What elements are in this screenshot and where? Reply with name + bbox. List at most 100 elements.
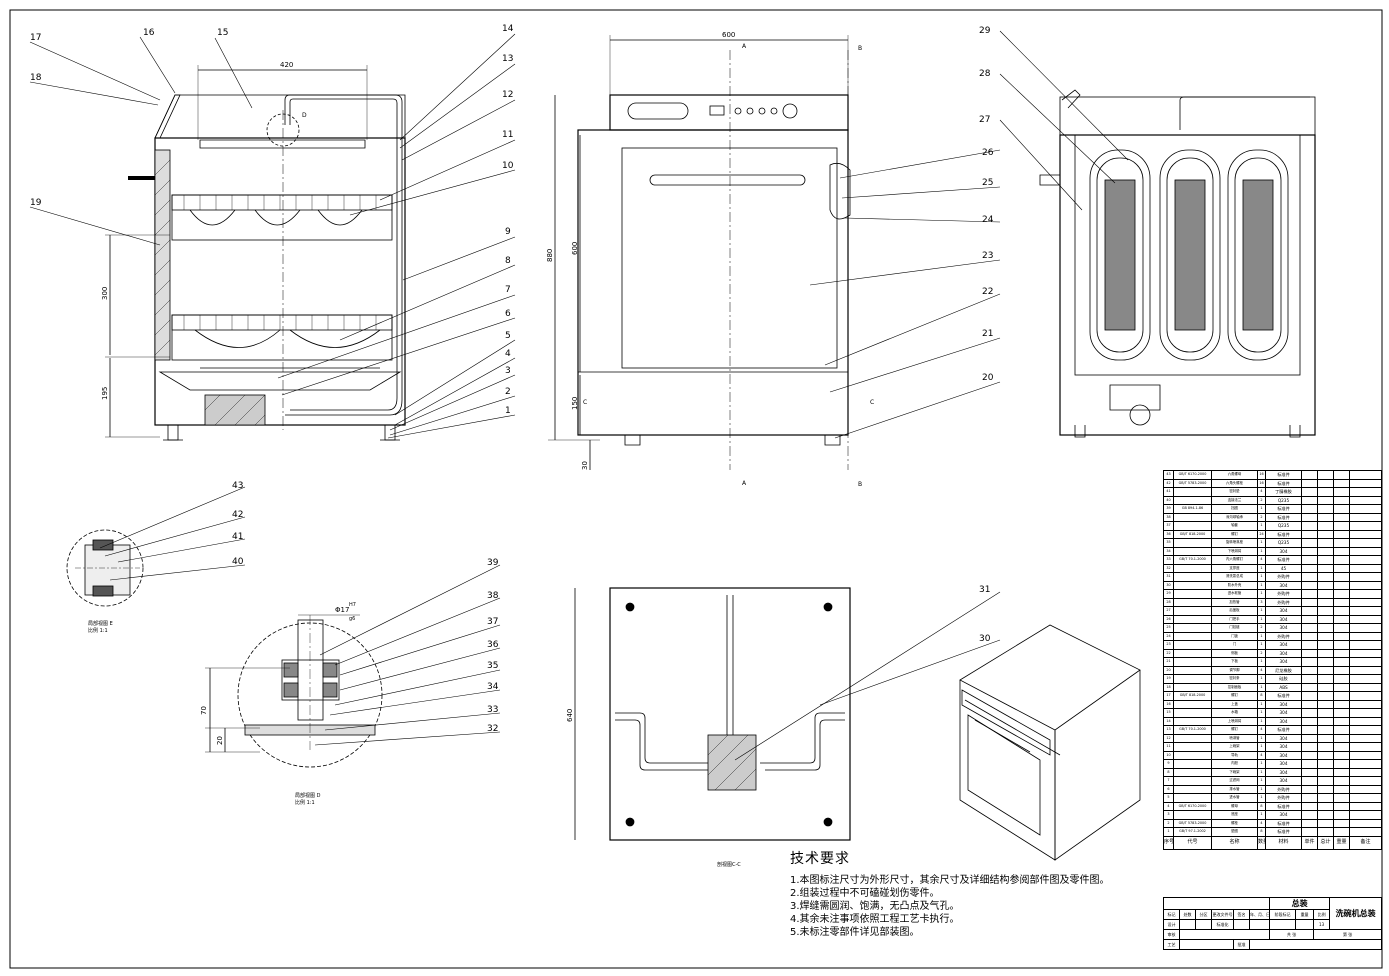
bom-cell-name: 侧板 — [1211, 648, 1258, 658]
section-mark-c-left: C — [583, 399, 587, 406]
bom-cell-empty — [1317, 674, 1334, 684]
bom-cell-empty — [1333, 563, 1350, 573]
dim-70: 70 — [200, 706, 208, 715]
bom-cell-code: GB/T 818-2000 — [1173, 529, 1212, 539]
bom-cell-empty — [1301, 767, 1318, 777]
bom-header-name: 名称 — [1211, 835, 1258, 850]
technical-requirements-title: 技术要求 — [790, 851, 850, 867]
bom-cell-empty — [1349, 699, 1382, 709]
bom-cell-empty — [1317, 546, 1334, 556]
isometric-view — [959, 624, 1141, 861]
bom-cell-material: Q235 — [1265, 495, 1302, 505]
bom-cell-empty — [1333, 521, 1350, 531]
bom-cell-code: GB/T 5783-2000 — [1173, 818, 1212, 828]
bom-cell-name: 排水管 — [1211, 784, 1258, 794]
bom-cell-empty — [1301, 589, 1318, 599]
bom-cell-empty — [1333, 657, 1350, 667]
tb-process: 工艺 — [1163, 939, 1180, 950]
bom-cell-material: 标准件 — [1265, 470, 1302, 480]
bom-cell-empty — [1333, 495, 1350, 505]
bom-cell-empty — [1349, 623, 1382, 633]
dim-fit-diameter: Φ17 — [335, 606, 349, 614]
bom-cell-empty — [1333, 648, 1350, 658]
bom-cell-code — [1173, 640, 1212, 650]
section-view-c — [574, 587, 851, 841]
bom-cell-empty — [1301, 682, 1318, 692]
bom-cell-empty — [1333, 512, 1350, 522]
bom-cell-empty — [1317, 716, 1334, 726]
dimension-texts: 420 300 195 600 880 600 150 30 640 70 20… — [101, 31, 735, 745]
bom-cell-material: 标准件 — [1265, 529, 1302, 539]
bom-cell-empty — [1349, 674, 1382, 684]
bom-cell-empty — [1333, 767, 1350, 777]
bom-cell-empty — [1317, 750, 1334, 760]
tb-sheet-count: 13 — [1313, 919, 1331, 930]
bom-cell-no: 18 — [1163, 682, 1174, 692]
tb-designer: 设计 — [1163, 919, 1180, 930]
bom-cell-name: 下碗架 — [1211, 767, 1258, 777]
bom-cell-empty — [1301, 521, 1318, 531]
callout-22: 22 — [982, 287, 993, 297]
callout-38: 38 — [487, 591, 499, 601]
bom-cell-empty — [1333, 665, 1350, 675]
bom-cell-empty — [1301, 597, 1318, 607]
section-mark-c-right: C — [870, 399, 874, 406]
bom-cell-name: 密封垫 — [1211, 487, 1258, 497]
bom-cell-empty — [1317, 793, 1334, 803]
bom-cell-qty: 1 — [1257, 640, 1266, 650]
bom-cell-name: 旋转喷淋座 — [1211, 538, 1258, 548]
bom-cell-name: 垫圈 — [1211, 827, 1258, 837]
bom-cell-qty: 8 — [1257, 827, 1266, 837]
bom-cell-qty: 2 — [1257, 512, 1266, 522]
bom-cell-empty — [1301, 470, 1318, 480]
bom-cell-qty: 8 — [1257, 801, 1266, 811]
bom-cell-material: 标准件 — [1265, 555, 1302, 565]
bom-cell-empty — [1301, 563, 1318, 573]
bom-cell-empty — [1349, 614, 1382, 624]
bom-cell-qty: 1 — [1257, 614, 1266, 624]
bom-cell-empty — [1333, 759, 1350, 769]
bom-cell-empty — [1333, 529, 1350, 539]
bom-cell-name: 调节脚 — [1211, 665, 1258, 675]
bom-cell-code — [1173, 759, 1212, 769]
callout-11: 11 — [502, 130, 513, 140]
bom-cell-name: 门 — [1211, 640, 1258, 650]
bom-cell-no: 42 — [1163, 478, 1174, 488]
bom-cell-no: 37 — [1163, 521, 1174, 531]
bom-cell-name: 内六角螺钉 — [1211, 555, 1258, 565]
bom-cell-name: 控制面板 — [1211, 682, 1258, 692]
bom-cell-empty — [1333, 504, 1350, 514]
bom-cell-empty — [1349, 546, 1382, 556]
bom-cell-code — [1173, 538, 1212, 548]
callout-42: 42 — [232, 510, 243, 520]
bom-cell-empty — [1317, 606, 1334, 616]
callout-29: 29 — [979, 26, 991, 36]
callout-13: 13 — [502, 54, 513, 64]
bom-cell-no: 30 — [1163, 580, 1174, 590]
bom-cell-code: GB/T 6170-2000 — [1173, 470, 1212, 480]
section-mark-a-top: A — [742, 43, 747, 50]
bom-cell-empty — [1317, 733, 1334, 743]
bom-cell-material: 45 — [1265, 563, 1302, 573]
bom-cell-name: 门锁 — [1211, 631, 1258, 641]
requirement-item: 4.其余未注事项依照工程工艺卡执行。 — [790, 914, 960, 925]
bom-cell-no: 36 — [1163, 529, 1174, 539]
dim-600-width: 600 — [722, 31, 735, 39]
title-block: 总装 洗碗机总装 标记 处数 分区 更改文件号 签名 年、月、日 阶段标记 重量… — [1162, 897, 1383, 967]
bom-cell-material: Q235 — [1265, 538, 1302, 548]
bom-cell-empty — [1317, 572, 1334, 582]
callout-24: 24 — [982, 215, 994, 225]
dim-fit-lower: g6 — [349, 616, 355, 622]
bom-cell-empty — [1333, 699, 1350, 709]
section-mark-a-bottom: A — [742, 480, 747, 487]
bom-cell-empty — [1333, 470, 1350, 480]
